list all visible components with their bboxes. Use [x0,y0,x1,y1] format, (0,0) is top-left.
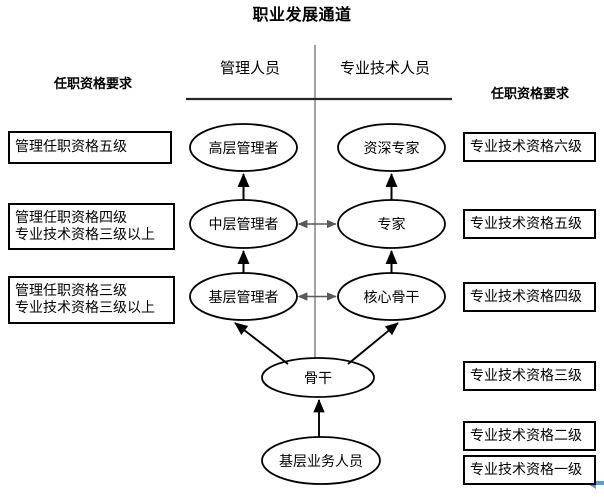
page-title: 职业发展通道 [252,5,352,24]
left-qualification-line: 管理任职资格五级 [15,139,127,156]
left-qualification-box-2[interactable]: 管理任职资格四级专业技术资格三级以上 [8,203,175,250]
left-qualification-line: 管理任职资格三级 [15,283,127,300]
arrow-backbone-to-mgmt-base [234,322,289,365]
right-qualification-line: 专业技术资格五级 [470,215,582,232]
node-ellipse-tech-mid[interactable] [337,199,446,249]
right-qualification-line: 专业技术资格四级 [470,288,582,305]
right-qualification-box-3[interactable]: 专业技术资格四级 [463,282,596,312]
side-header-right: 任职资格要求 [490,87,569,102]
right-qualification-box-5[interactable]: 专业技术资格二级 [463,421,596,451]
node-ellipse-backbone[interactable] [261,357,375,398]
left-qualification-line: 专业技术资格三级以上 [15,226,155,243]
right-qualification-line: 专业技术资格二级 [470,427,582,444]
node-ellipse-mgmt-top[interactable] [189,123,298,172]
right-qualification-line: 专业技术资格一级 [470,461,582,478]
right-qualification-box-4[interactable]: 专业技术资格三级 [463,361,596,391]
node-ellipse-tech-base[interactable] [337,272,446,321]
right-qualification-box-6[interactable]: 专业技术资格一级 [463,455,596,485]
node-ellipse-tech-top[interactable] [337,123,446,172]
right-qualification-box-1[interactable]: 专业技术资格六级 [463,132,596,162]
right-qualification-line: 专业技术资格六级 [470,138,582,155]
right-qualification-box-2[interactable]: 专业技术资格五级 [463,209,596,239]
side-header-left: 任职资格要求 [53,77,132,92]
node-ellipse-mgmt-mid[interactable] [189,199,298,249]
arrow-backbone-to-tech-base [347,322,399,365]
column-header-management: 管理人员 [219,59,280,77]
left-qualification-line: 专业技术资格三级以上 [15,300,155,316]
column-header-technical: 专业技术人员 [339,59,430,77]
left-qualification-box-1[interactable]: 管理任职资格五级 [8,131,172,164]
right-qualification-line: 专业技术资格三级 [470,367,582,384]
left-qualification-line: 管理任职资格四级 [15,209,127,226]
node-ellipse-mgmt-base[interactable] [189,272,298,321]
node-ellipse-frontline[interactable] [261,436,381,485]
left-qualification-box-3[interactable]: 管理任职资格三级专业技术资格三级以上 [8,276,175,324]
